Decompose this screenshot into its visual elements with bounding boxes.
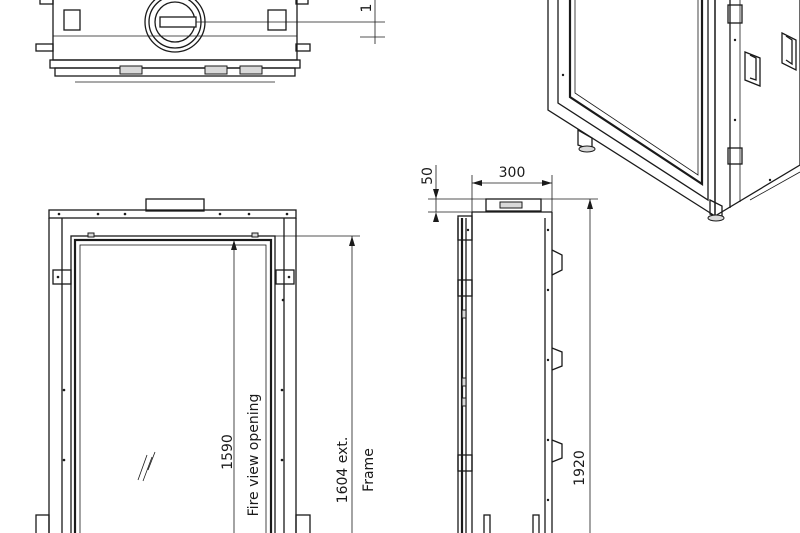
frame-label: Frame: [361, 448, 377, 492]
fire-view-height: 1590: [220, 434, 236, 470]
isometric-view: [547, 0, 800, 222]
front-view: 1590 Fire view opening 1604 ext. Frame: [35, 198, 377, 533]
flue-offset-dimension: 50: [420, 167, 436, 185]
side-view: 300 50 1920: [420, 165, 598, 533]
fire-view-label: Fire view opening: [246, 394, 262, 517]
depth-dimension: 300: [499, 165, 526, 181]
top-view-dimension: 1: [359, 4, 375, 13]
total-height-dimension: 1920: [572, 450, 588, 486]
frame-height: 1604 ext.: [335, 437, 351, 504]
top-view: 1: [35, 0, 385, 83]
